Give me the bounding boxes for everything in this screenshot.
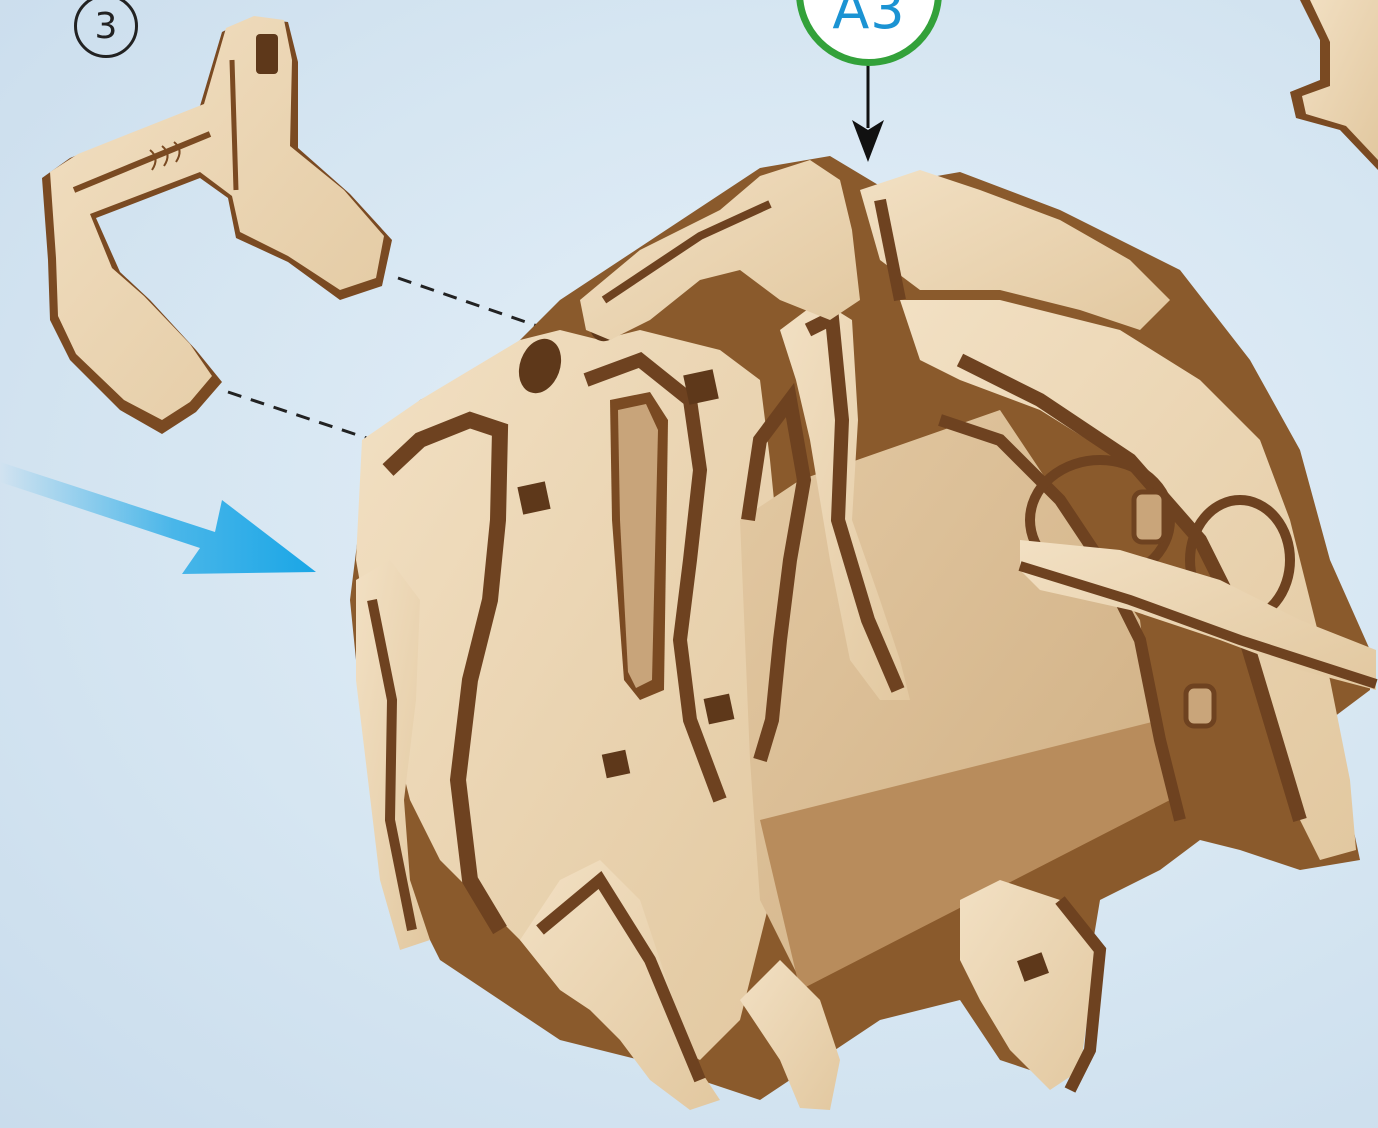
step-number-label: 3: [74, 0, 138, 58]
assembled-model: [350, 156, 1378, 1110]
insert-arrow: [852, 60, 884, 162]
direction-arrow: [0, 462, 316, 574]
step-number-text: 3: [94, 5, 118, 47]
part-badge-label: A3: [832, 0, 906, 41]
partial-part-top-right: [1290, 0, 1378, 170]
loose-part-bracket: [42, 16, 392, 434]
